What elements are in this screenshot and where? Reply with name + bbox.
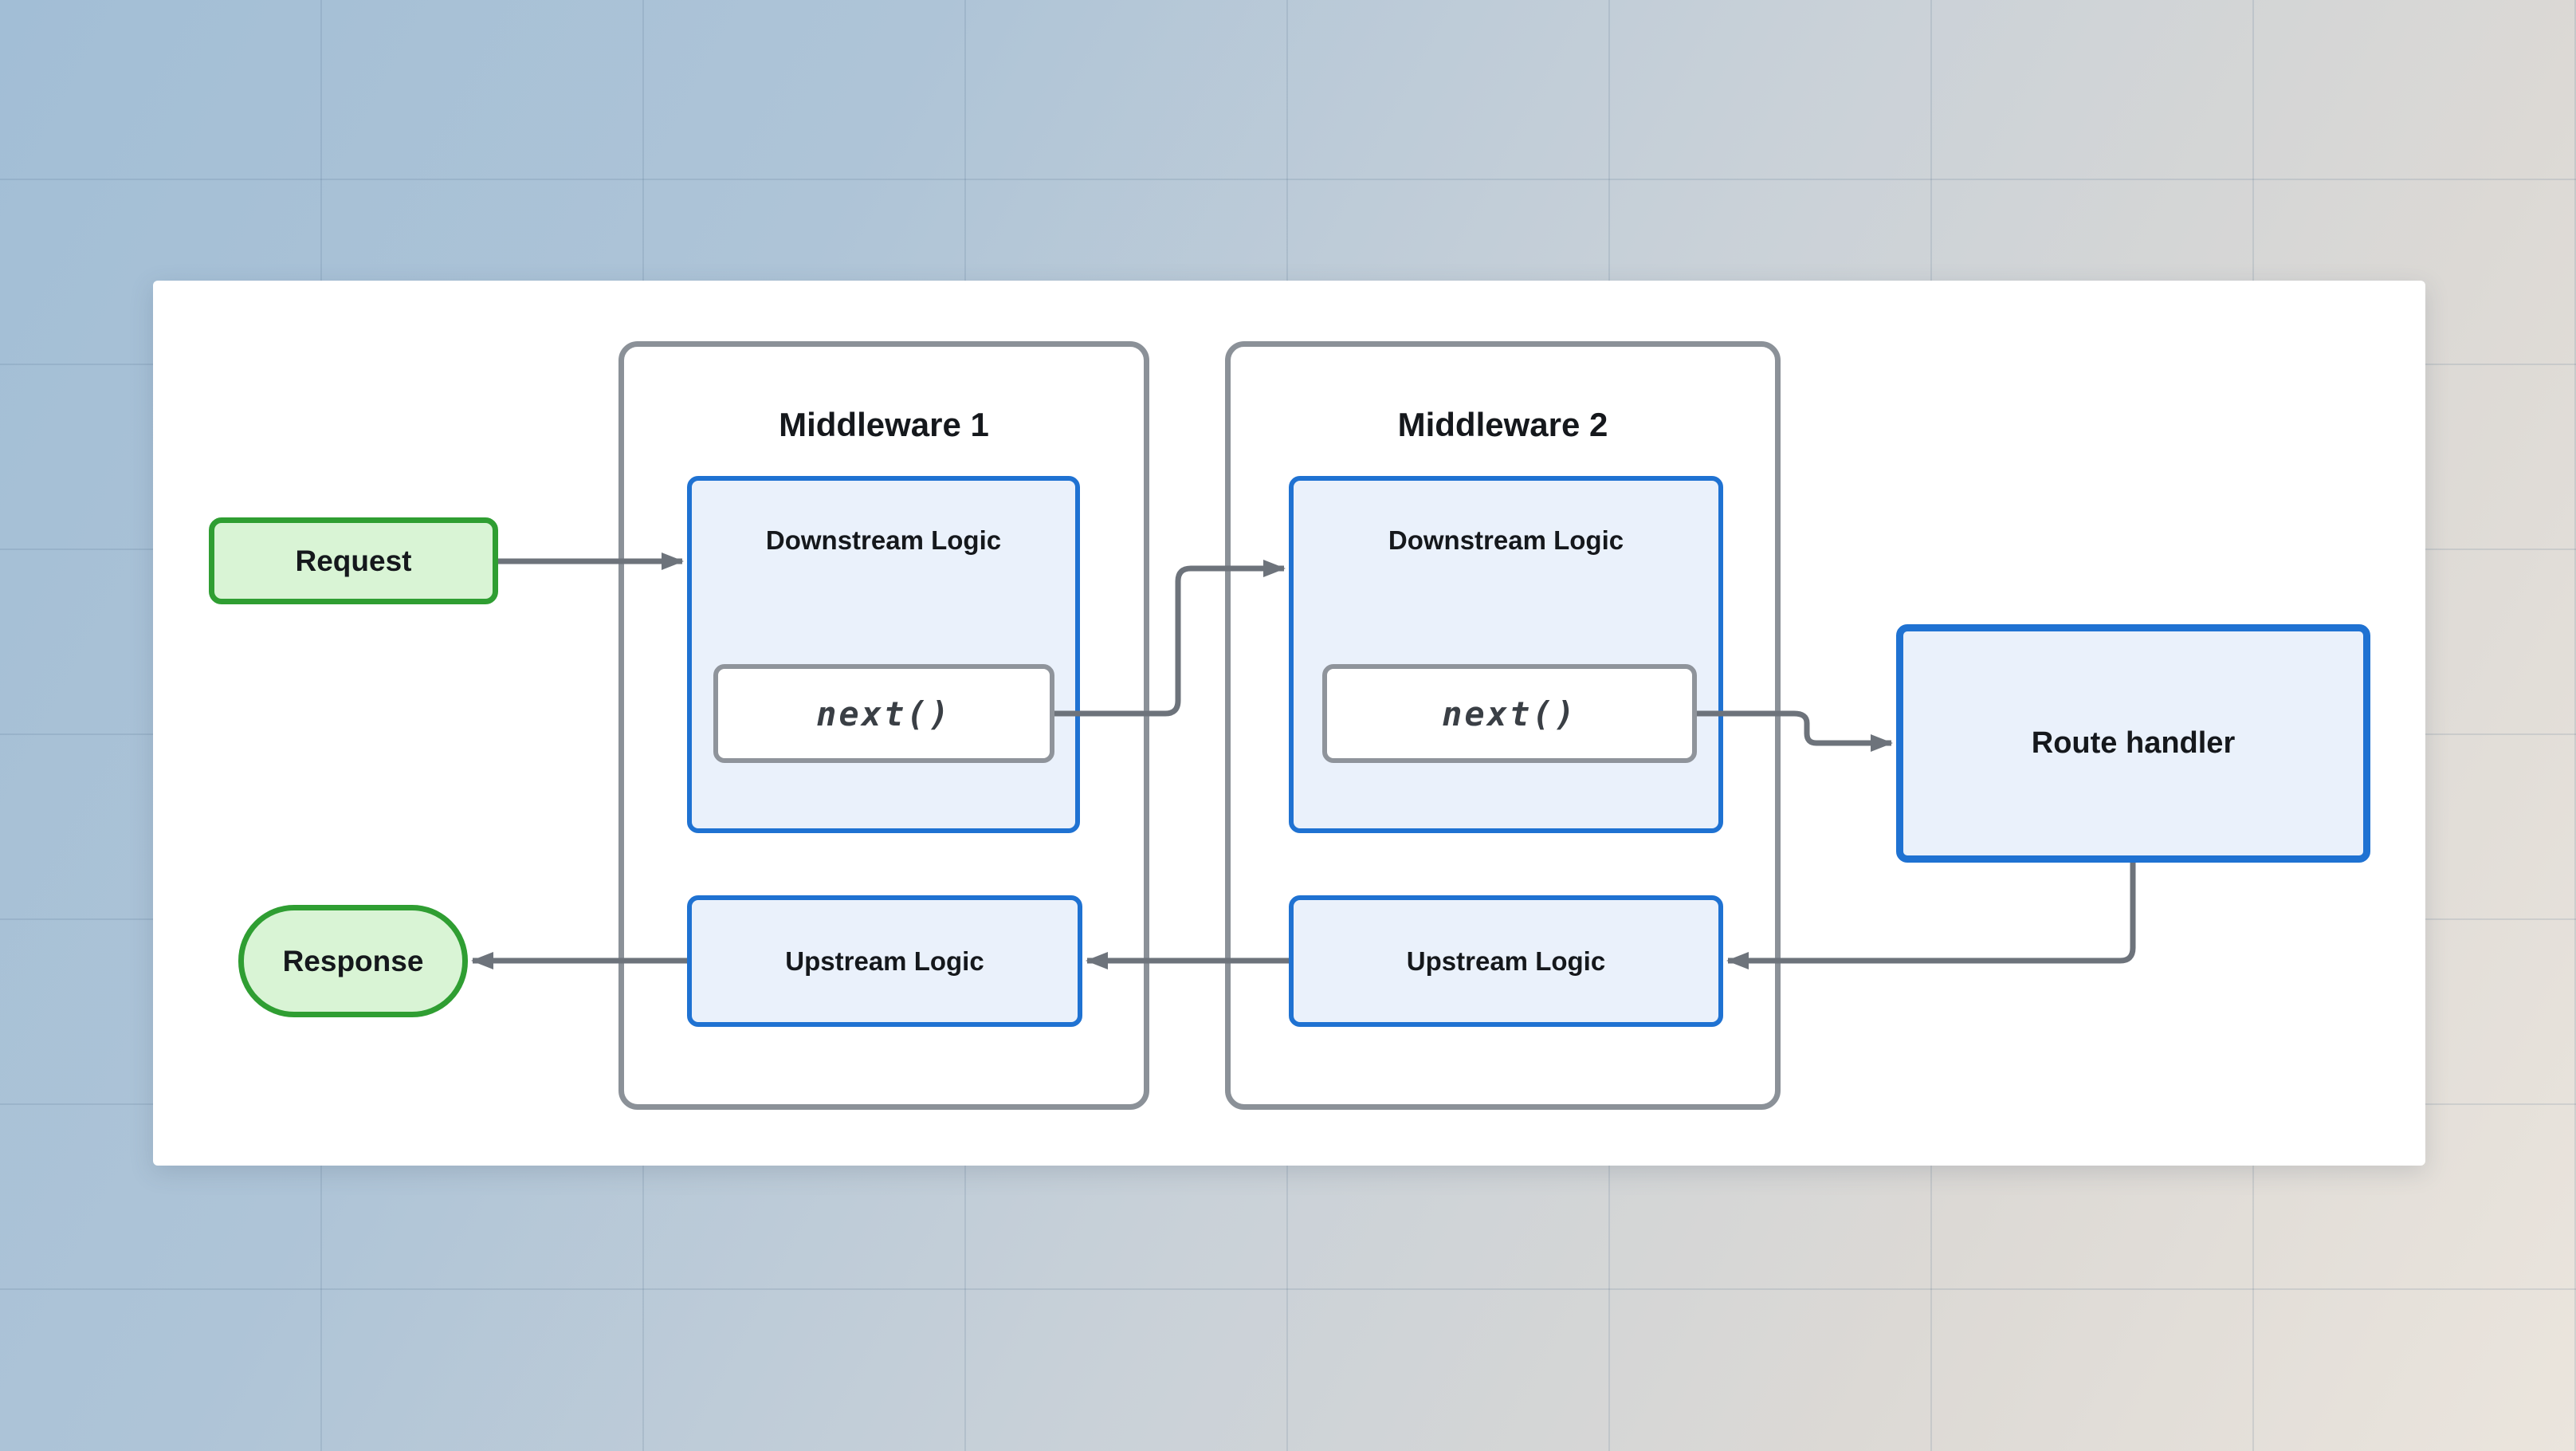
downstream-logic-node-2[interactable]: Downstream Logic bbox=[1289, 476, 1723, 833]
downstream-logic-label-1: Downstream Logic bbox=[765, 525, 1002, 555]
upstream-logic-node-2[interactable]: Upstream Logic bbox=[1289, 895, 1723, 1027]
next-call-node-2[interactable]: next() bbox=[1322, 664, 1697, 763]
middleware-1-title: Middleware 1 bbox=[779, 406, 989, 443]
next-call-label-2: next() bbox=[1442, 694, 1577, 733]
route-handler-label: Route handler bbox=[2031, 726, 2236, 760]
response-node[interactable]: Response bbox=[238, 905, 468, 1017]
downstream-logic-label-2: Downstream Logic bbox=[1388, 525, 1624, 555]
request-label: Request bbox=[295, 544, 412, 577]
middleware-1-container[interactable]: Middleware 1 bbox=[618, 341, 1149, 1110]
request-node[interactable]: Request bbox=[209, 517, 498, 604]
downstream-logic-node-1[interactable]: Downstream Logic bbox=[687, 476, 1080, 833]
middleware-2-title: Middleware 2 bbox=[1397, 406, 1608, 443]
upstream-logic-label-2: Upstream Logic bbox=[1406, 946, 1606, 976]
upstream-logic-node-1[interactable]: Upstream Logic bbox=[687, 895, 1082, 1027]
next-call-label-1: next() bbox=[816, 694, 952, 733]
response-label: Response bbox=[282, 944, 424, 977]
next-call-node-1[interactable]: next() bbox=[713, 664, 1054, 763]
route-handler-node[interactable]: Route handler bbox=[1896, 624, 2370, 863]
upstream-logic-label-1: Upstream Logic bbox=[785, 946, 984, 976]
